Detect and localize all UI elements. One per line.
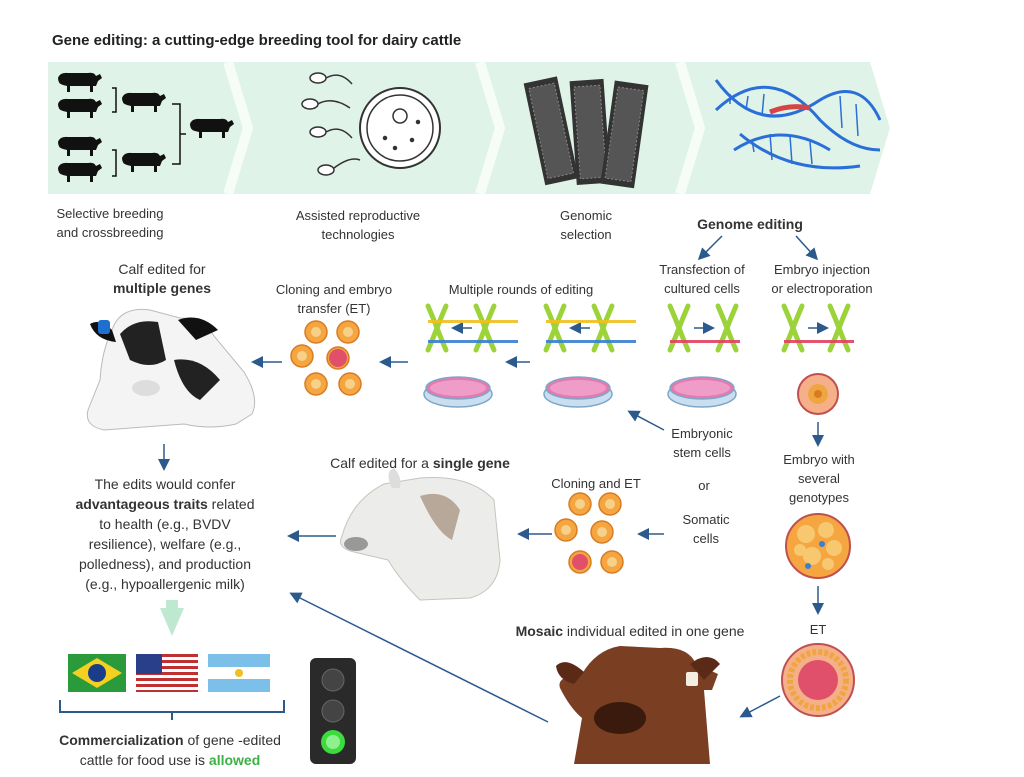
calf-multi-line2: multiple genes [112, 280, 212, 296]
somatic-line1: Somatic [682, 512, 730, 527]
timeline-label-line1: Assisted reproductive [295, 208, 421, 223]
traffic-light-icon [310, 658, 356, 764]
timeline-label-line2: and crossbreeding [56, 225, 164, 240]
traits-line1: The edits would confer [94, 476, 236, 492]
embryo-cell-icon [797, 373, 839, 415]
dna-editing-icon [714, 79, 882, 170]
embryonic-line2: stem cells [673, 445, 731, 460]
traits-line6: (e.g., hypoallergenic milk) [85, 576, 245, 592]
timeline-label-line1: Genomic [559, 208, 613, 223]
traits-line3: to health (e.g., BVDV [99, 516, 231, 532]
chromosome-bands [428, 320, 854, 343]
embryo-geno-line1: Embryo with [783, 452, 855, 467]
genomic-chip-icon [523, 76, 649, 189]
commercial-line2-pre: cattle for food use is [79, 752, 209, 768]
traits-bold: advantageous traits [75, 496, 208, 512]
mosaic-rest: individual edited in one gene [563, 623, 745, 639]
calf-single-gene-label: Calf edited for a single gene [300, 454, 540, 473]
petri-dish-2 [543, 376, 613, 408]
commercialization-text: Commercialization of gene -edited cattle… [30, 730, 310, 770]
sperm-egg-icon [301, 72, 441, 176]
mosaic-label: Mosaic individual edited in one gene [490, 622, 770, 641]
chromosome-pair-transfection [670, 306, 736, 350]
flow-arrows [158, 356, 824, 723]
chromosome-pair-embryo [784, 306, 848, 350]
calf-single-pre: Calf edited for a [330, 455, 433, 471]
commercial-bold: Commercialization [59, 732, 184, 748]
traits-line2-rest: related [207, 496, 255, 512]
transfection-label: Transfection of cultured cells [642, 260, 762, 298]
timeline-label-line2: selection [560, 227, 612, 242]
embryo-genotypes-label: Embryo with several genotypes [764, 450, 874, 507]
arrow-to-transfection [697, 235, 723, 261]
argentina-flag-icon [208, 654, 270, 692]
timeline-label-genomic-selection: Genomic selection [536, 206, 636, 244]
genome-editing-heading: Genome editing [697, 216, 803, 232]
traits-line4: resilience), welfare (e.g., [88, 536, 242, 552]
cloning-embryos-top [290, 320, 362, 396]
cloning-et-line2: transfer (ET) [297, 301, 371, 316]
embryo-injection-line1: Embryo injection [773, 262, 871, 277]
traits-text: The edits would confer advantageous trai… [46, 474, 284, 594]
embryo-injection-label: Embryo injection or electroporation [760, 260, 884, 298]
timeline-label-selective-breeding: Selective breeding and crossbreeding [40, 204, 180, 242]
or-label: or [698, 478, 710, 493]
cattle-breeding-icon [58, 72, 234, 182]
et-label: ET [809, 622, 827, 637]
arrow-to-embryo-injection [795, 235, 819, 261]
transfection-line1: Transfection of [659, 262, 745, 277]
commercial-rest: of gene -edited [183, 732, 281, 748]
embryo-injection-line2: or electroporation [771, 281, 873, 296]
figure-title: Gene editing: a cutting-edge breeding to… [52, 32, 462, 49]
cloning-et-label: Cloning and embryo transfer (ET) [254, 280, 414, 318]
cloning-et-line1: Cloning and embryo [275, 282, 393, 297]
multiple-rounds-label: Multiple rounds of editing [448, 282, 594, 297]
commercial-allowed: allowed [208, 752, 261, 768]
somatic-line2: cells [692, 531, 719, 546]
chromosome-pair-round1 [428, 306, 494, 350]
traits-line5: polledness), and production [78, 556, 251, 572]
embryo-geno-line3: genotypes [789, 490, 849, 505]
calf-multiple-genes-label: Calf edited for multiple genes [92, 260, 232, 298]
calf-single-gene-photo [340, 468, 501, 601]
embryo-geno-line2: several [798, 471, 840, 486]
mosaic-bold: Mosaic [515, 623, 564, 639]
calf-single-bold: single gene [432, 455, 510, 471]
timeline-label-art: Assisted reproductive technologies [278, 206, 438, 244]
calf-multi-line1: Calf edited for [118, 261, 206, 277]
calf-multiple-genes-photo [86, 308, 256, 431]
embryonic-line1: Embryonic [671, 426, 733, 441]
transfection-line2: cultured cells [664, 281, 740, 296]
somatic-cells-label: Somatic cells [668, 510, 744, 548]
cloning-embryos-bottom [554, 492, 624, 574]
countries-bracket [59, 700, 285, 720]
blastocyst-icon [781, 643, 855, 717]
timeline-banner [48, 60, 890, 196]
multicell-embryo-icon [785, 513, 851, 579]
timeline-label-line1: Selective breeding [56, 206, 164, 221]
cloning-et2-label: Cloning and ET [551, 476, 641, 491]
usa-flag-icon [136, 654, 198, 692]
brazil-flag-icon [68, 654, 126, 692]
light-green-down-arrow [160, 608, 184, 636]
petri-dish-3 [667, 376, 737, 408]
chromosome-pair-round2 [546, 306, 612, 350]
mosaic-cow-photo [556, 646, 720, 764]
embryonic-stem-cells-label: Embryonic stem cells [660, 424, 744, 462]
petri-dish-1 [423, 376, 493, 408]
timeline-label-line2: technologies [321, 227, 395, 242]
